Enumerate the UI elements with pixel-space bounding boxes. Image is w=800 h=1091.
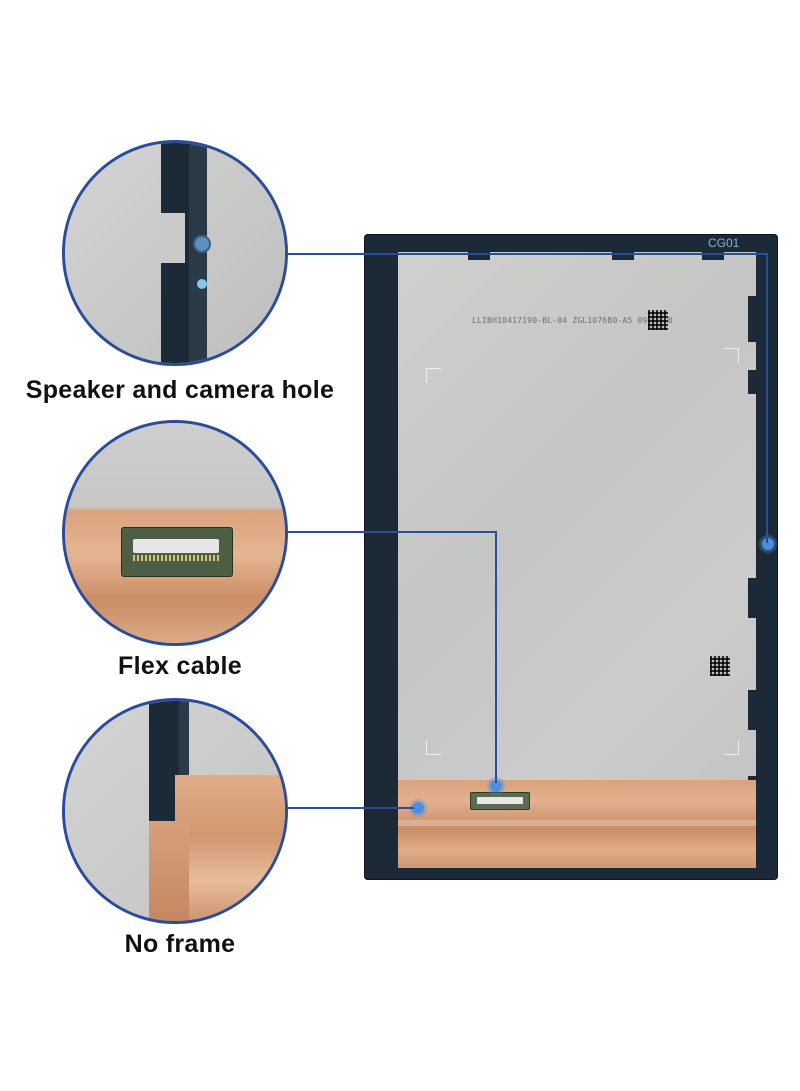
lcd-back-surface — [398, 252, 756, 868]
callout-line-speaker-vertical — [766, 253, 768, 543]
crop-mark — [426, 740, 441, 755]
caption-no-frame: No frame — [124, 930, 236, 958]
flex-cable-marker — [490, 780, 502, 792]
callout-line-flex-vertical — [495, 531, 497, 783]
copper-tape — [398, 780, 756, 868]
callout-line-speaker — [286, 253, 766, 255]
no-frame-marker — [412, 802, 424, 814]
panel-notch — [468, 252, 490, 260]
callout-circle-no-frame — [62, 698, 288, 924]
panel-notch — [702, 252, 724, 260]
qr-code-icon — [710, 656, 730, 676]
panel-serial-text: LLIBH10417190-BL-04 ZGL1076B0-A5 0919 FB — [472, 316, 673, 325]
caption-flex-cable: Flex cable — [118, 652, 242, 680]
callout-circle-speaker — [62, 140, 288, 366]
caption-speaker-camera-hole: Speaker and camera hole — [25, 376, 335, 404]
speaker-hole-marker — [762, 538, 774, 550]
callout-circle-flex-cable — [62, 420, 288, 646]
panel-notch — [748, 370, 758, 394]
callout-line-no-frame — [286, 807, 414, 809]
qr-code-icon — [648, 310, 668, 330]
crop-mark — [724, 740, 739, 755]
crop-mark — [724, 348, 739, 363]
flex-cable-connector — [470, 792, 530, 810]
panel-notch — [748, 296, 758, 342]
panel-notch — [748, 578, 758, 618]
panel-notch — [612, 252, 634, 260]
panel-notch — [748, 690, 758, 730]
callout-line-flex — [286, 531, 496, 533]
panel-model-label: CG01 — [708, 236, 740, 250]
crop-mark — [426, 368, 441, 383]
